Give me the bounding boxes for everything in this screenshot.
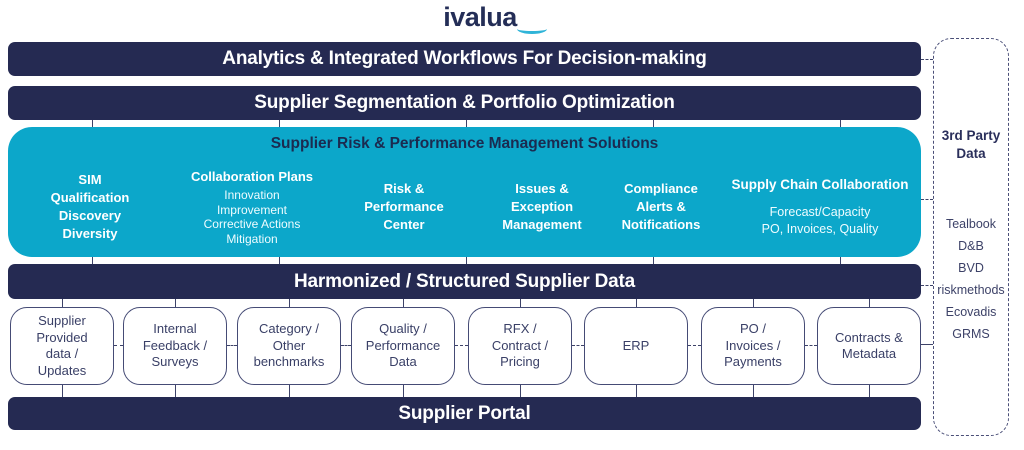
bar-supplier-segmentation: Supplier Segmentation & Portfolio Optimi…: [8, 86, 921, 120]
source-box-label: Contracts & Metadata: [835, 329, 903, 362]
vendor-bvd: BVD: [958, 261, 984, 275]
solution-column-header: SIM Qualification Discovery Diversity: [50, 172, 130, 241]
source-box-rfx-contract-pricing: RFX / Contract / Pricing: [468, 307, 572, 385]
connector-tick: [869, 299, 870, 307]
connector-tick: [636, 385, 637, 397]
connector-tick: [289, 299, 290, 307]
solution-column-subitems: Innovation Improvement Corrective Action…: [203, 188, 301, 246]
source-box-label: ERP: [622, 337, 650, 353]
solution-column-compliance-alerts: Compliance Alerts & Notifications: [596, 163, 726, 251]
connector-tick: [289, 385, 290, 397]
solution-column-header: Compliance Alerts & Notifications: [621, 181, 701, 232]
connector-tick: [279, 120, 280, 127]
logo-swoosh-icon: [517, 24, 547, 34]
solution-column-subitems: Forecast/Capacity PO, Invoices, Quality: [761, 205, 879, 236]
vendor-ecovadis: Ecovadis: [945, 305, 997, 319]
connector-dash: [227, 345, 237, 346]
connector-tick: [175, 299, 176, 307]
solution-column-header: Collaboration Plans: [190, 169, 314, 184]
source-box-label: Quality / Performance Data: [365, 321, 441, 370]
connector-tick: [175, 385, 176, 397]
source-box-label: PO / Invoices / Payments: [724, 321, 782, 370]
solution-column-risk-performance: Risk & Performance Center: [344, 163, 464, 251]
connector-line: [921, 344, 933, 345]
source-box-contracts-metadata: Contracts & Metadata: [817, 307, 921, 385]
connector-tick: [520, 385, 521, 397]
third-party-data-panel: 3rd Party Data Tealbook D&B BVD riskmeth…: [933, 38, 1009, 436]
connector-tick: [466, 257, 467, 264]
third-party-title: 3rd Party Data: [941, 128, 1001, 161]
source-box-erp: ERP: [584, 307, 688, 385]
connector-tick: [466, 120, 467, 127]
source-box-category-benchmarks: Category / Other benchmarks: [237, 307, 341, 385]
connector-dash: [572, 345, 584, 346]
connector-dash: [114, 345, 123, 346]
source-box-label: Internal Feedback / Surveys: [142, 321, 208, 370]
solution-column-sim: SIM Qualification Discovery Diversity: [20, 163, 160, 251]
connector-dash: [341, 345, 351, 346]
connector-tick: [840, 257, 841, 264]
connector-tick: [62, 385, 63, 397]
source-box-label: Supplier Provided data / Updates: [36, 313, 88, 378]
connector-dash: [805, 345, 817, 346]
source-box-label: RFX / Contract / Pricing: [491, 321, 549, 370]
connector-dash: [921, 59, 933, 60]
solutions-title: Supplier Risk & Performance Management S…: [270, 135, 659, 152]
connector-tick: [753, 385, 754, 397]
ivalua-logo: ivalua: [410, 2, 550, 34]
solution-column-header: Supply Chain Collaboration: [731, 177, 909, 192]
vendor-riskmethods: riskmethods: [937, 283, 1005, 297]
connector-tick: [279, 257, 280, 264]
source-box-label: Category / Other benchmarks: [253, 321, 325, 370]
connector-dash: [455, 345, 468, 346]
bar-analytics-workflows: Analytics & Integrated Workflows For Dec…: [8, 42, 921, 76]
connector-tick: [92, 120, 93, 127]
vendor-tealbook: Tealbook: [945, 217, 997, 231]
connector-dash: [688, 345, 701, 346]
bar-harmonized-supplier-data: Harmonized / Structured Supplier Data: [8, 264, 921, 299]
source-box-po-invoices-payments: PO / Invoices / Payments: [701, 307, 805, 385]
connector-tick: [403, 299, 404, 307]
third-party-vendor-list: Tealbook D&B BVD riskmethods Ecovadis GR…: [934, 213, 1008, 345]
solution-column-header: Issues & Exception Management: [502, 181, 582, 232]
connector-tick: [869, 385, 870, 397]
connector-tick: [840, 120, 841, 127]
connector-tick: [653, 257, 654, 264]
connector-tick: [636, 299, 637, 307]
connector-tick: [403, 385, 404, 397]
vendor-grms: GRMS: [952, 327, 990, 341]
connector-dash: [921, 285, 933, 286]
solution-column-header: Risk & Performance Center: [364, 181, 444, 232]
logo-text: ivalua: [443, 2, 517, 32]
solutions-panel: Supplier Risk & Performance Management S…: [8, 127, 921, 257]
source-box-supplier-provided: Supplier Provided data / Updates: [10, 307, 114, 385]
connector-dash: [921, 199, 933, 200]
source-box-quality-performance: Quality / Performance Data: [351, 307, 455, 385]
connector-tick: [92, 257, 93, 264]
vendor-dnb: D&B: [958, 239, 984, 253]
bar-supplier-portal: Supplier Portal: [8, 397, 921, 430]
connector-tick: [520, 299, 521, 307]
solution-column-supply-chain: Supply Chain Collaboration Forecast/Capa…: [719, 163, 921, 251]
connector-tick: [62, 299, 63, 307]
solution-column-issues-exception: Issues & Exception Management: [477, 163, 607, 251]
source-box-internal-feedback: Internal Feedback / Surveys: [123, 307, 227, 385]
solution-column-collaboration-plans: Collaboration Plans Innovation Improveme…: [164, 163, 340, 251]
connector-tick: [753, 299, 754, 307]
connector-tick: [653, 120, 654, 127]
